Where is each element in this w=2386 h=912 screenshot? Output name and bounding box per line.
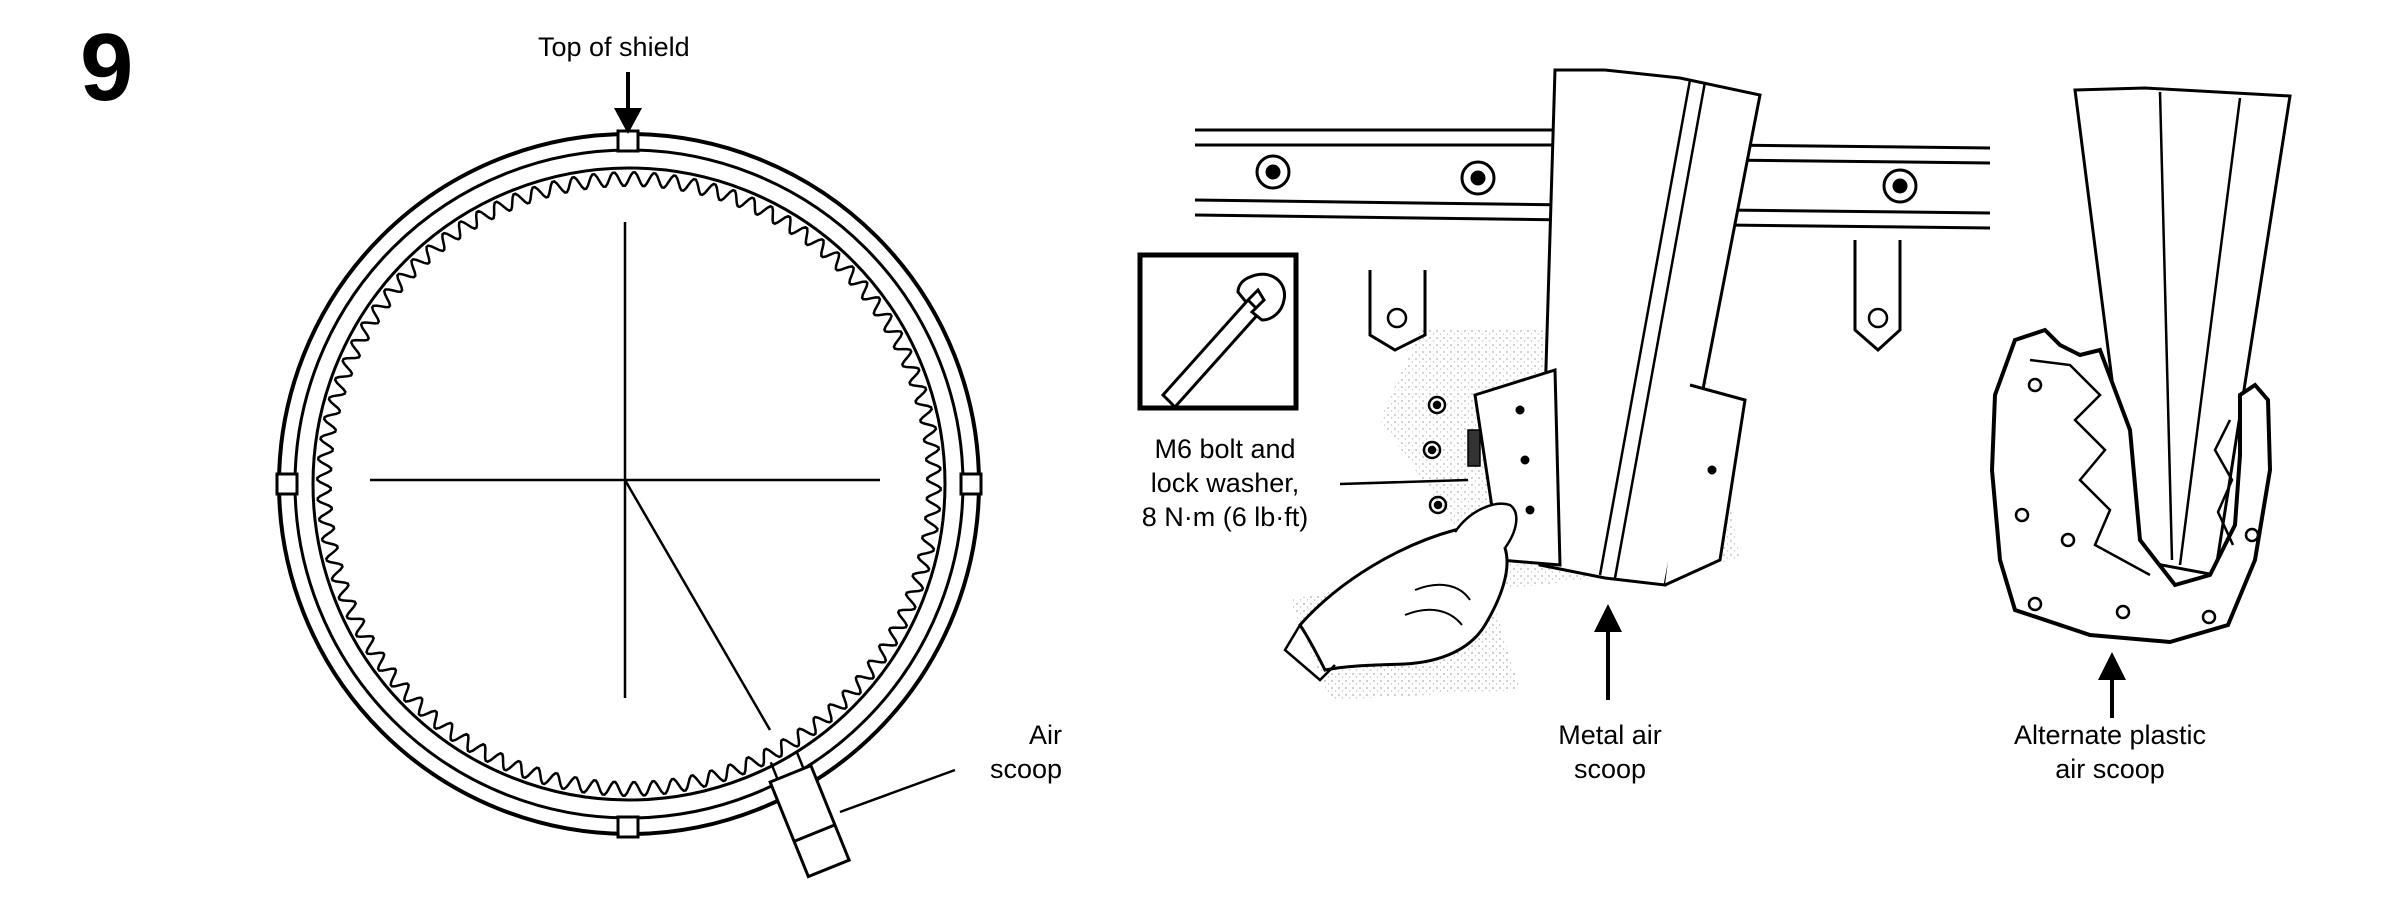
metal-scoop-arrow-head [1594,604,1622,632]
plastic-scoop-flange [1989,327,2273,645]
serrated-edge [316,171,942,797]
step-number: 9 [80,14,134,121]
tab-bottom [616,815,640,839]
shield-outer-ring [277,132,981,836]
air-scoop-label-line2: scoop [989,754,1062,784]
plastic-scoop-line2: air scoop [2055,754,2165,784]
scoop-angle-line [623,479,772,731]
top-of-shield-label: Top of shield [538,32,690,62]
rail-bolt-3 [1882,168,1918,204]
metal-scoop-duct [1538,68,1762,587]
wrench-icon [1160,272,1287,410]
plastic-scoop-label: Alternate plastic air scoop [1970,718,2250,786]
air-scoop-shape [768,751,852,879]
tab-left [275,472,299,496]
plastic-scoop-arrow-head [2098,652,2126,680]
bolt-spec-line2: lock washer, [1150,468,1300,498]
rail-bolt-1 [1255,154,1291,190]
air-scoop-label-line1: Air [1029,720,1062,750]
bracket-left [1368,270,1427,352]
shield-flange-ring [311,166,947,802]
scoop-leader [839,768,956,814]
rail-bolt-2 [1460,160,1496,196]
metal-scoop-line2: scoop [1573,754,1647,784]
metal-scoop-illustration [1194,68,1991,700]
bolt-spec-line3: 8 N·m (6 lb·ft) [1141,502,1309,532]
tab-right [959,472,983,496]
metal-scoop-line1: Metal air [1558,720,1662,750]
plastic-scoop-line1: Alternate plastic [2013,720,2207,750]
bracket-right [1853,240,1902,353]
shield-inner-ring [293,148,965,820]
air-scoop-label: Air scoop [956,718,1062,786]
bolt-spec-line1: M6 bolt and [1154,434,1296,464]
hand [1298,525,1509,672]
bolt-washer-stack [1467,429,1481,467]
metal-scoop-label: Metal air scoop [1530,718,1690,786]
plastic-scoop-illustration [1989,86,2292,718]
wrench-inset [1137,252,1299,411]
shield-ring-diagram [275,72,983,879]
bolt-spec-label: M6 bolt and lock washer, 8 N·m (6 lb·ft) [1110,432,1340,534]
top-arrow-head [614,108,642,134]
bolt-leader [1339,478,1469,486]
